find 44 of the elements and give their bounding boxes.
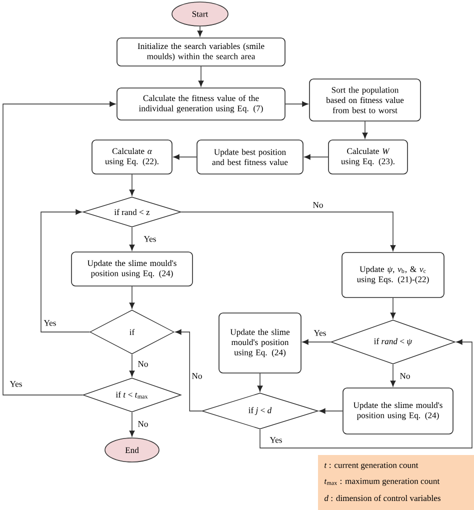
arrow	[175, 329, 202, 412]
arrow	[2, 101, 116, 396]
edge-label: No	[398, 372, 412, 380]
edge-label: Yes	[312, 329, 328, 337]
process-box: Calculate α using Eq. (22).	[92, 140, 172, 174]
process-box: Update the slime mould's position using Eq. (24)	[218, 312, 302, 374]
edge-label: Yes	[8, 380, 24, 388]
arrow	[362, 121, 368, 139]
arrow	[257, 373, 263, 392]
process-box: Sort the population based on fitness value from best to worst	[309, 78, 421, 122]
process-box: Calculate the fitness value of the individual generation using Eq. (7)	[116, 88, 286, 120]
edge-label: No	[190, 372, 204, 380]
edge-label: No	[136, 360, 150, 368]
edge-label: Yes	[268, 436, 284, 444]
legend-text: t : current generation count	[324, 462, 418, 470]
arrow	[302, 339, 331, 345]
arrow	[129, 412, 135, 437]
arrow	[129, 354, 135, 377]
arrow	[304, 154, 328, 160]
legend-text: t$_{max}$ : maximum generation count	[324, 478, 440, 486]
arrow	[40, 209, 90, 332]
process-box: Update ψ, v$_{b}$, & v$_{c}$ using Eqs. (21)-(22)	[342, 252, 444, 298]
legend-text: d : dimension of control variables	[324, 494, 440, 502]
edge-label: Yes	[42, 319, 58, 327]
arrow	[319, 408, 343, 414]
arrow	[390, 298, 396, 319]
process-box: Calculate W using Eq. (23).	[328, 140, 408, 174]
arrow	[198, 66, 204, 87]
arrow	[129, 286, 135, 309]
arrow	[197, 26, 203, 37]
process-box: Update the slime mould's position using Eq. (24)	[71, 252, 193, 286]
process-box: Update the slime mould's position using Eq. (24)	[342, 388, 454, 434]
process-box: Update best position and best fitness value	[196, 140, 304, 174]
arrow	[129, 227, 135, 251]
arrow	[285, 101, 308, 107]
edge-label: Yes	[142, 235, 158, 243]
process-box: Initialize the search variables (smile moulds) within the search area	[116, 38, 286, 66]
arrow	[390, 364, 396, 387]
arrow	[173, 154, 197, 160]
arrow	[181, 212, 396, 252]
edge-label: No	[136, 420, 150, 428]
edge-label: No	[312, 201, 324, 209]
arrow	[129, 174, 135, 196]
arrow	[260, 339, 472, 448]
